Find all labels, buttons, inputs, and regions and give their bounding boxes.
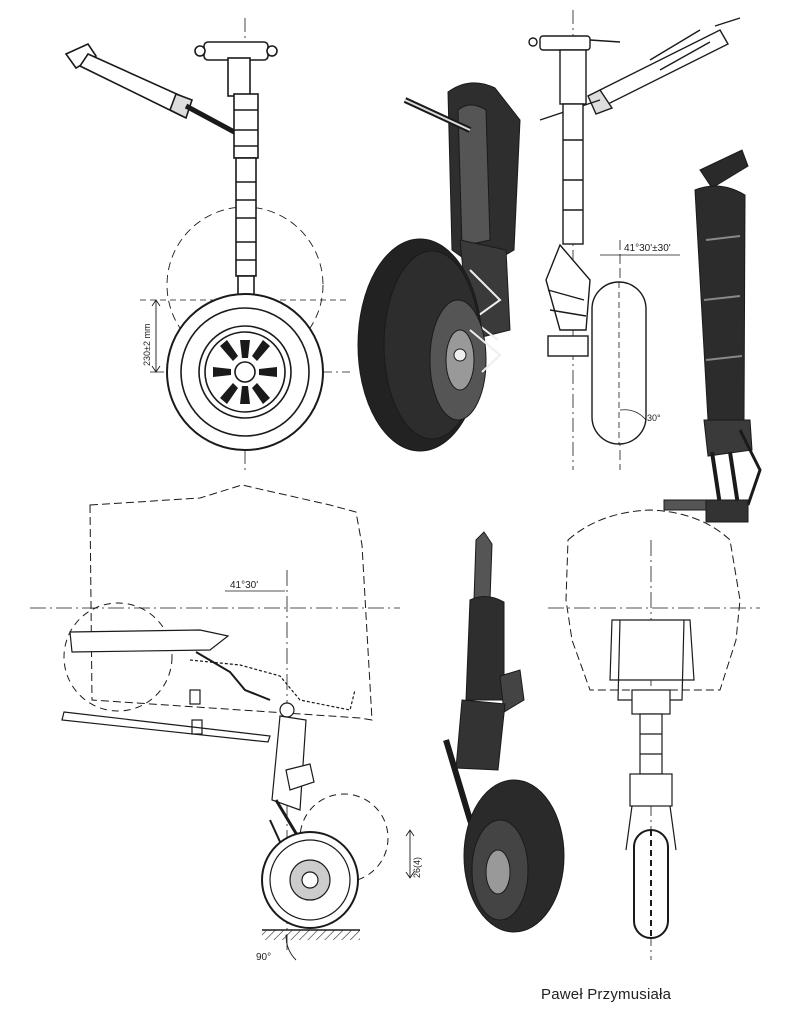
top-center-perspective-view [357, 82, 521, 452]
far-right-strut-photo [663, 149, 762, 523]
top-right-side-view [528, 10, 741, 470]
author-credit: Paweł Przymusiała [541, 986, 672, 1003]
bottom-left-installation-view [30, 484, 415, 961]
dimension-rake-angle-bottom: 41°30' [230, 580, 258, 591]
bottom-right-front-installation-view [548, 509, 760, 960]
top-left-front-view [64, 18, 350, 470]
dimension-travel-bottom: 26(4) [412, 857, 422, 878]
dimension-castor-angle: 30° [647, 413, 661, 423]
bottom-center-perspective-view [443, 531, 565, 933]
dimension-wheel-travel: 230±2 mm [142, 324, 152, 366]
dimension-rake-angle-top: 41°30'±30' [624, 243, 671, 254]
dimension-ground-angle: 90° [256, 952, 271, 963]
